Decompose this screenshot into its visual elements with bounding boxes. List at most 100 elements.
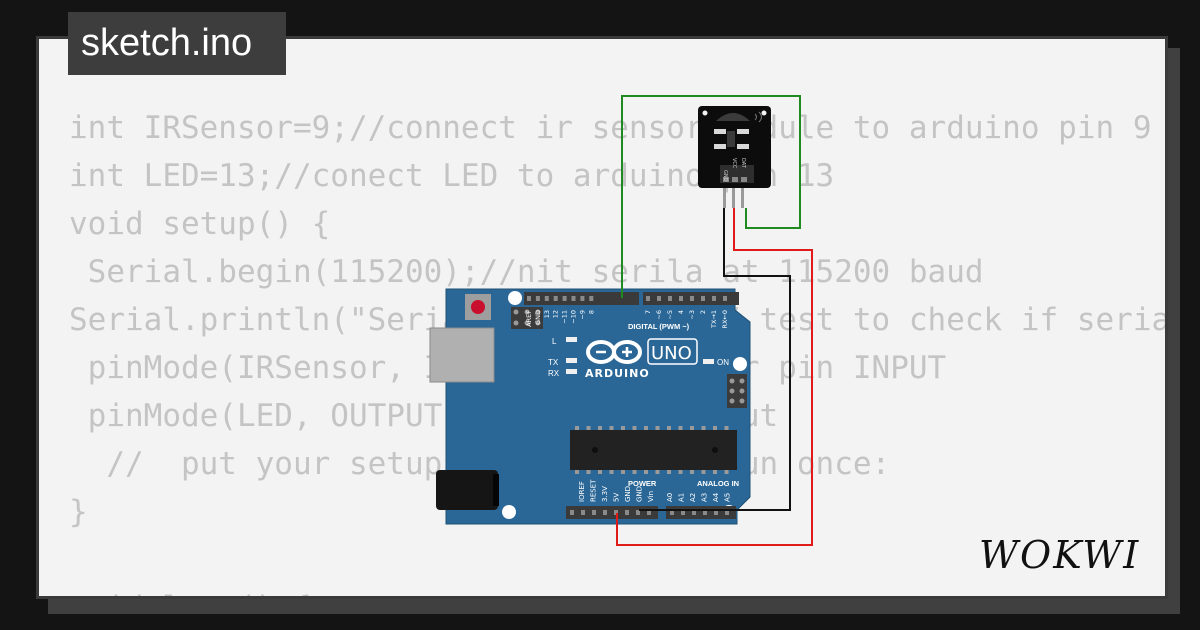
microcontroller-chip: [570, 430, 737, 470]
digital-header-label: DIGITAL (PWM ~): [628, 322, 690, 331]
pin-label: Vin: [647, 491, 655, 502]
header-pin: [544, 296, 549, 301]
header-pin: [589, 296, 594, 301]
code-line: }: [69, 494, 88, 530]
header-pin: [679, 296, 683, 301]
power-jack: [436, 470, 498, 510]
chip-pin: [678, 426, 683, 430]
chip-pin: [575, 470, 579, 474]
chip-pin: [724, 470, 729, 474]
header-pin: [701, 296, 705, 301]
header-pin: [636, 510, 640, 515]
pin-label: ~9: [578, 310, 586, 320]
chip-pin: [621, 426, 625, 430]
header-pin: [690, 296, 694, 301]
signal-icon: [754, 111, 762, 123]
header-pin: [603, 510, 607, 515]
header-pin: [581, 510, 585, 515]
chip-pin: [713, 470, 717, 474]
chip-pin: [690, 470, 694, 474]
model-label: UNO: [651, 343, 692, 364]
header-pin: [714, 510, 718, 515]
pin-label: 12: [552, 310, 560, 318]
pin-label: IOREF: [578, 481, 586, 502]
header-pin: [681, 510, 685, 515]
icsp-header-left: [511, 307, 543, 329]
pin-label: A2: [689, 493, 697, 502]
header-pin: [527, 296, 531, 301]
pin-label: 5V: [613, 493, 621, 502]
arduino-logo-icon: [586, 340, 642, 364]
led-l: [566, 337, 577, 342]
pin-label: RESET: [590, 479, 598, 502]
chip-pin: [667, 426, 671, 430]
header-pin: [712, 296, 716, 301]
led-on-label: ON: [717, 358, 729, 367]
ir-receiver-icon: [716, 113, 750, 121]
chip-pin: [586, 470, 591, 474]
mounting-hole: [508, 291, 522, 305]
pin-label: A0: [666, 493, 674, 502]
header-pin: [592, 510, 596, 515]
pin-label: A4: [712, 492, 720, 502]
ground-wire[interactable]: [639, 208, 791, 511]
pin-label: 8: [587, 310, 595, 314]
header-pin: [703, 510, 707, 515]
header-pin: [571, 296, 576, 301]
led-tx: [566, 358, 577, 363]
pin-label: GND: [624, 486, 632, 502]
header-pin: [553, 296, 558, 301]
pin-label: 7: [644, 310, 652, 314]
chip-pin: [586, 426, 591, 430]
chip-pin: [690, 426, 694, 430]
pin-label: ~3: [688, 310, 696, 320]
header-pin: [614, 510, 618, 515]
chip-pin: [701, 470, 706, 474]
file-title: sketch.ino: [68, 12, 286, 75]
chip-pin: [575, 426, 579, 430]
chip-pin: [598, 470, 602, 474]
analog-header-label: ANALOG IN: [697, 479, 739, 488]
chip-pin: [655, 470, 660, 474]
led-on: [703, 359, 714, 364]
pin-label: ~11: [561, 310, 569, 324]
pin-label: TX→1: [710, 310, 718, 329]
led-tx-label: TX: [548, 358, 559, 367]
pin-label: ~10: [570, 310, 578, 324]
header-pin: [725, 510, 729, 515]
led-rx-label: RX: [548, 369, 560, 378]
chip-pin: [724, 426, 729, 430]
code-line: void setup() {: [69, 206, 331, 242]
signal-wire[interactable]: [621, 95, 801, 298]
sensor-pin-vcc: [732, 188, 735, 208]
chip-pin: [632, 426, 637, 430]
led-rx: [566, 369, 577, 374]
mounting-hole: [502, 505, 516, 519]
chip-pin: [644, 426, 648, 430]
wokwi-logo-text: WOKWI: [979, 533, 1140, 577]
sensor-pin-dat: [741, 188, 744, 208]
header-pin: [647, 510, 651, 515]
header-pin: [692, 510, 696, 515]
model-box: [647, 338, 698, 365]
chip-pin: [655, 426, 660, 430]
pin-label: 4: [677, 310, 685, 314]
pin-label: 2: [699, 310, 707, 314]
power-wire[interactable]: [616, 208, 813, 546]
pin-label: ~5: [666, 310, 674, 320]
chip-pin: [701, 426, 706, 430]
usb-connector: [429, 327, 495, 383]
sensor-pin-gnd-label: GND: [722, 170, 728, 182]
power-header: [566, 506, 658, 519]
chip-pin: [621, 470, 625, 474]
chip-pin: [713, 426, 717, 430]
header-pin: [657, 296, 661, 301]
header-pin: [570, 510, 574, 515]
chip-pin: [598, 426, 602, 430]
header-pin: [535, 296, 540, 301]
reset-button[interactable]: [471, 300, 485, 314]
header-pin: [723, 296, 727, 301]
ir-sensor-module[interactable]: GND VCC DAT: [698, 106, 771, 208]
